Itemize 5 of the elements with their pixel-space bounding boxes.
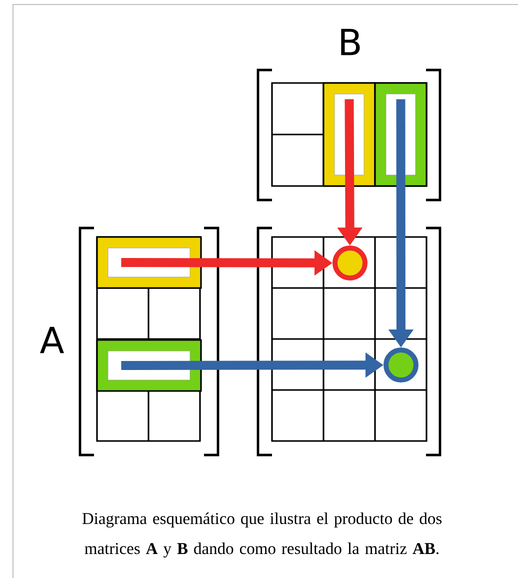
result-circle <box>384 348 418 382</box>
result-circle <box>332 246 368 280</box>
matrix-label: A <box>40 326 64 354</box>
caption: Diagrama esquemático que ilustra el producto de dos matrices A y B dando como resultado la matriz AB. <box>82 512 442 558</box>
matrix-label: B <box>341 28 360 56</box>
